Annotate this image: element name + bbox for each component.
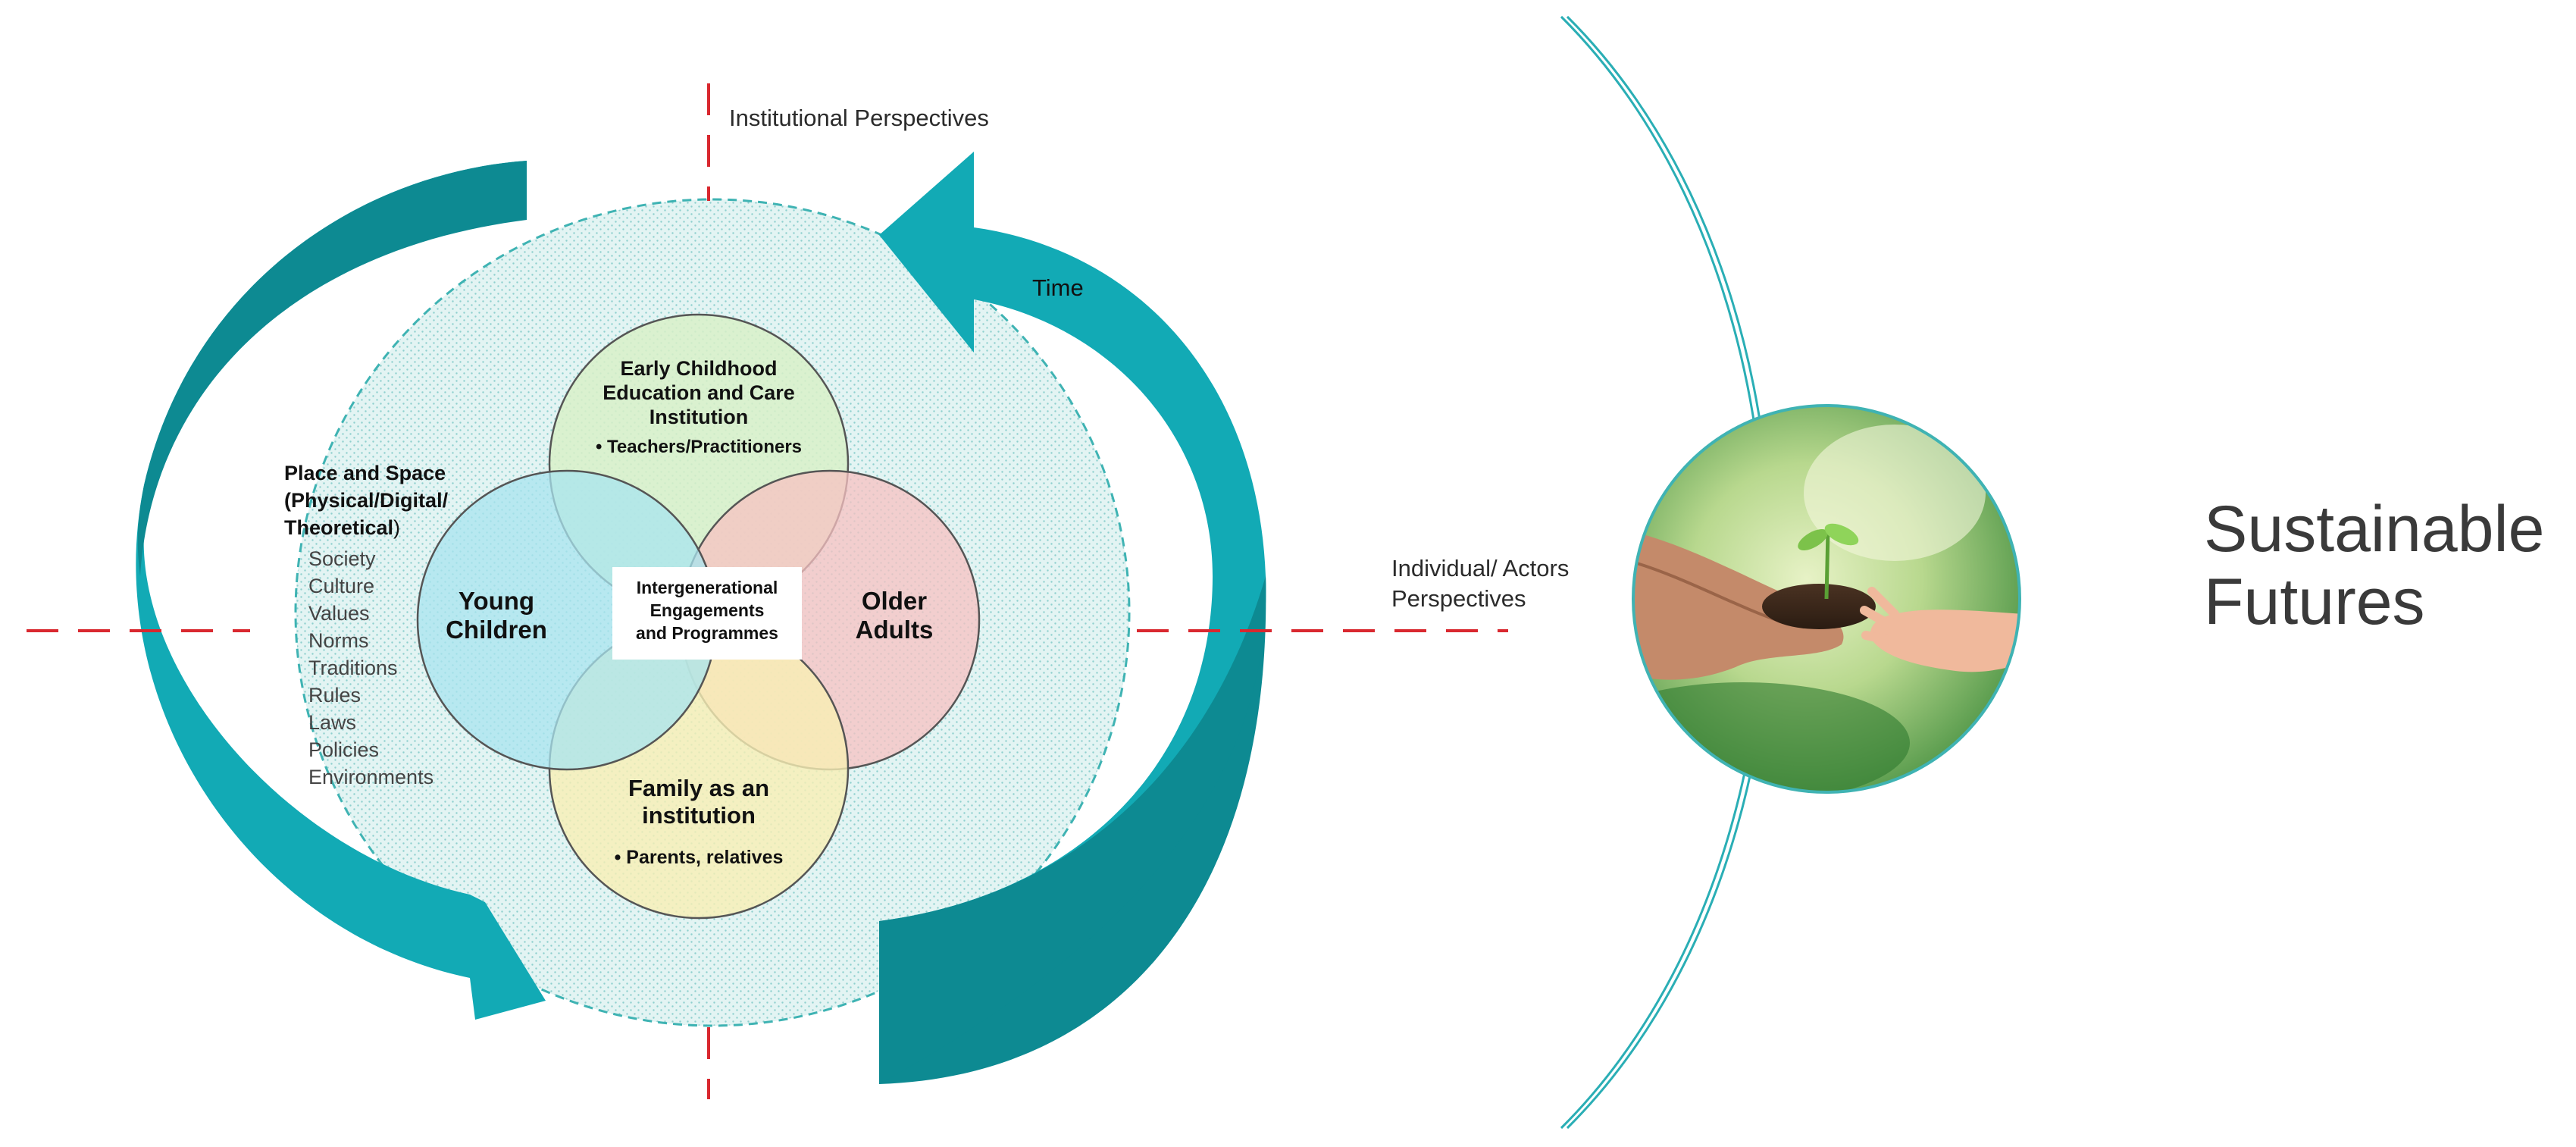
- young-children-label: Young Children: [413, 587, 580, 644]
- place-space-item: Society: [308, 547, 376, 570]
- center-label-box: [612, 567, 802, 660]
- place-space-title-line3: Theoretical: [284, 516, 394, 539]
- ecec-bullet: • Teachers/Practitioners: [595, 437, 803, 457]
- institutional-perspectives-label: Institutional Perspectives: [729, 105, 989, 131]
- ecec-label: Early Childhood Education and Care Insti…: [577, 356, 820, 429]
- hands-sapling-photo: [1632, 404, 2021, 794]
- place-space-title-line3-wrap: Theoretical): [284, 514, 448, 545]
- older-adults-line2: Adults: [855, 616, 934, 644]
- place-space-item: Environments: [308, 766, 434, 788]
- place-space-title-line1: Place and Space: [284, 462, 446, 484]
- place-space-items: Society Culture Values Norms Traditions …: [308, 545, 448, 791]
- older-adults-label: Older Adults: [818, 587, 970, 644]
- center-label-line2: Engagements: [649, 600, 765, 620]
- place-space-item: Rules: [308, 684, 362, 707]
- time-arrow-left: [136, 161, 546, 1020]
- young-children-line2: Children: [446, 616, 547, 644]
- place-space-item: Policies: [308, 738, 380, 761]
- sustainable-futures-line2: Futures: [2204, 566, 2425, 638]
- dashed-axes: [27, 83, 1508, 1099]
- place-space-item: Traditions: [308, 657, 398, 679]
- sustainable-futures-title: Sustainable Futures: [2204, 493, 2544, 638]
- venn-diagram: [416, 313, 981, 920]
- place-space-item: Laws: [308, 711, 357, 734]
- family-label-line1: Family as an: [628, 775, 770, 801]
- family-label: Family as an institution: [577, 775, 820, 829]
- individual-perspectives-label-line2: Perspectives: [1391, 585, 1526, 612]
- older-adults-line1: Older: [861, 587, 928, 615]
- sustainable-futures-line1: Sustainable: [2204, 493, 2545, 566]
- place-space-title-line2: (Physical/Digital/: [284, 489, 449, 512]
- place-space-title-line3-tail: ): [393, 516, 401, 539]
- family-bullet: • Parents, relatives: [614, 847, 784, 868]
- young-children-line1: Young: [458, 587, 535, 615]
- place-space-item: Values: [308, 602, 370, 625]
- time-label: Time: [1032, 274, 1084, 301]
- center-label-line1: Intergenerational: [636, 578, 778, 597]
- individual-perspectives-label-line1: Individual/ Actors: [1391, 555, 1570, 581]
- center-label-line3: and Programmes: [636, 623, 778, 643]
- ecec-label-line1: Early Childhood: [620, 357, 778, 380]
- place-space-item: Norms: [308, 629, 369, 652]
- time-arrow-right: [879, 152, 1266, 1084]
- ecec-label-line2: Education and Care: [603, 381, 795, 404]
- ecec-label-line3: Institution: [649, 406, 749, 428]
- place-space-item: Culture: [308, 575, 375, 597]
- place-space-block: Place and Space (Physical/Digital/ Theor…: [284, 459, 448, 791]
- center-label: Intergenerational Engagements and Progra…: [612, 576, 802, 644]
- family-label-line2: institution: [642, 802, 756, 829]
